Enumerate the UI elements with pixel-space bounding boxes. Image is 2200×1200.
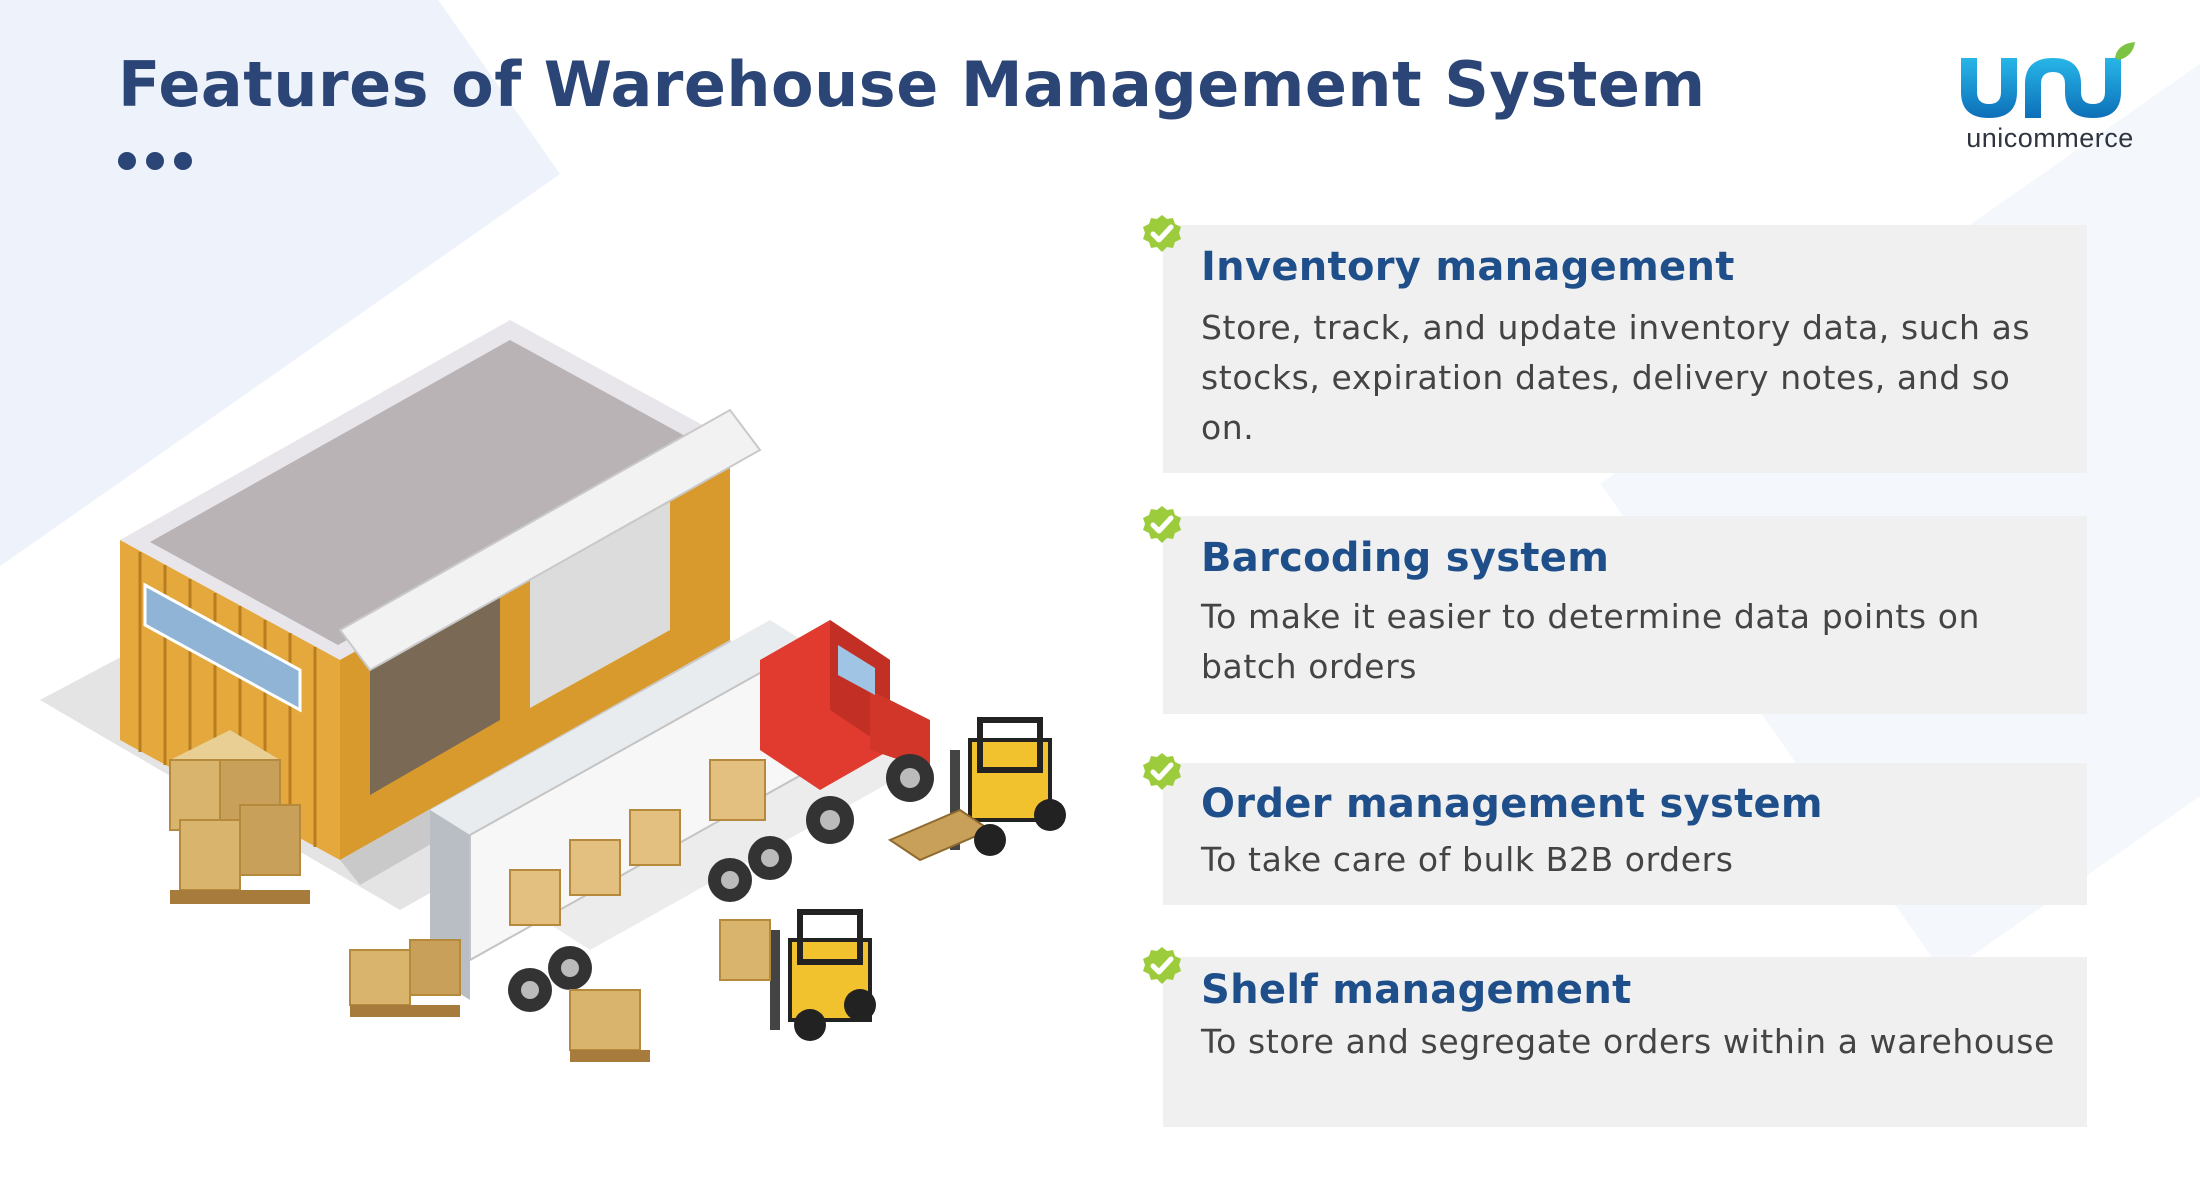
unicommerce-logo-mark-icon — [1961, 42, 2135, 118]
feature-description: To store and segregate orders within a w… — [1201, 1022, 2055, 1061]
wheel-hubs — [521, 849, 779, 999]
feature-title: Order management system — [1201, 781, 1823, 827]
warehouse-roof-inner — [150, 340, 698, 645]
feature-description: To make it easier to determine data poin… — [1201, 597, 1981, 686]
loading-door-shutter — [530, 502, 670, 708]
feature-description: To take care of bulk B2B orders — [1201, 840, 1734, 879]
truck-wheels — [806, 754, 934, 844]
decorative-dots — [118, 152, 192, 170]
check-icon — [1143, 753, 1181, 790]
forklift-right — [887, 717, 1066, 862]
feature-card-order-management: Order management system To take care of … — [1143, 753, 2087, 905]
feature-title: Barcoding system — [1201, 535, 1610, 581]
awning — [338, 408, 762, 672]
logo-text: unicommerce — [1966, 123, 2134, 153]
feature-card-barcoding: Barcoding system To make it easier to de… — [1143, 506, 2087, 714]
pallet-stack-bottom — [349, 939, 650, 1062]
loading-door — [370, 597, 500, 795]
feature-card-inventory: Inventory management Store, track, and u… — [1143, 215, 2087, 473]
feature-description: Store, track, and update inventory data,… — [1201, 308, 2031, 447]
trailer-cargo — [509, 759, 766, 926]
trailer-roof — [430, 620, 810, 835]
check-icon — [1143, 947, 1181, 984]
warehouse-illustration — [40, 320, 1066, 1062]
feature-title: Inventory management — [1201, 244, 1735, 290]
dot — [146, 152, 164, 170]
truck-hood — [870, 690, 930, 770]
dot — [118, 152, 136, 170]
check-icon — [1143, 506, 1181, 543]
check-icon — [1143, 215, 1181, 252]
dot — [174, 152, 192, 170]
warehouse-windows — [143, 582, 302, 713]
truck-window — [838, 645, 875, 695]
feature-title: Shelf management — [1201, 967, 1632, 1013]
pallet-stack-left — [169, 730, 310, 904]
unicommerce-logo: unicommerce — [1955, 40, 2145, 160]
forklift-bottom — [719, 909, 876, 1041]
page-title: Features of Warehouse Management System — [118, 48, 1706, 121]
feature-card-shelf-management: Shelf management To store and segregate … — [1143, 947, 2087, 1127]
